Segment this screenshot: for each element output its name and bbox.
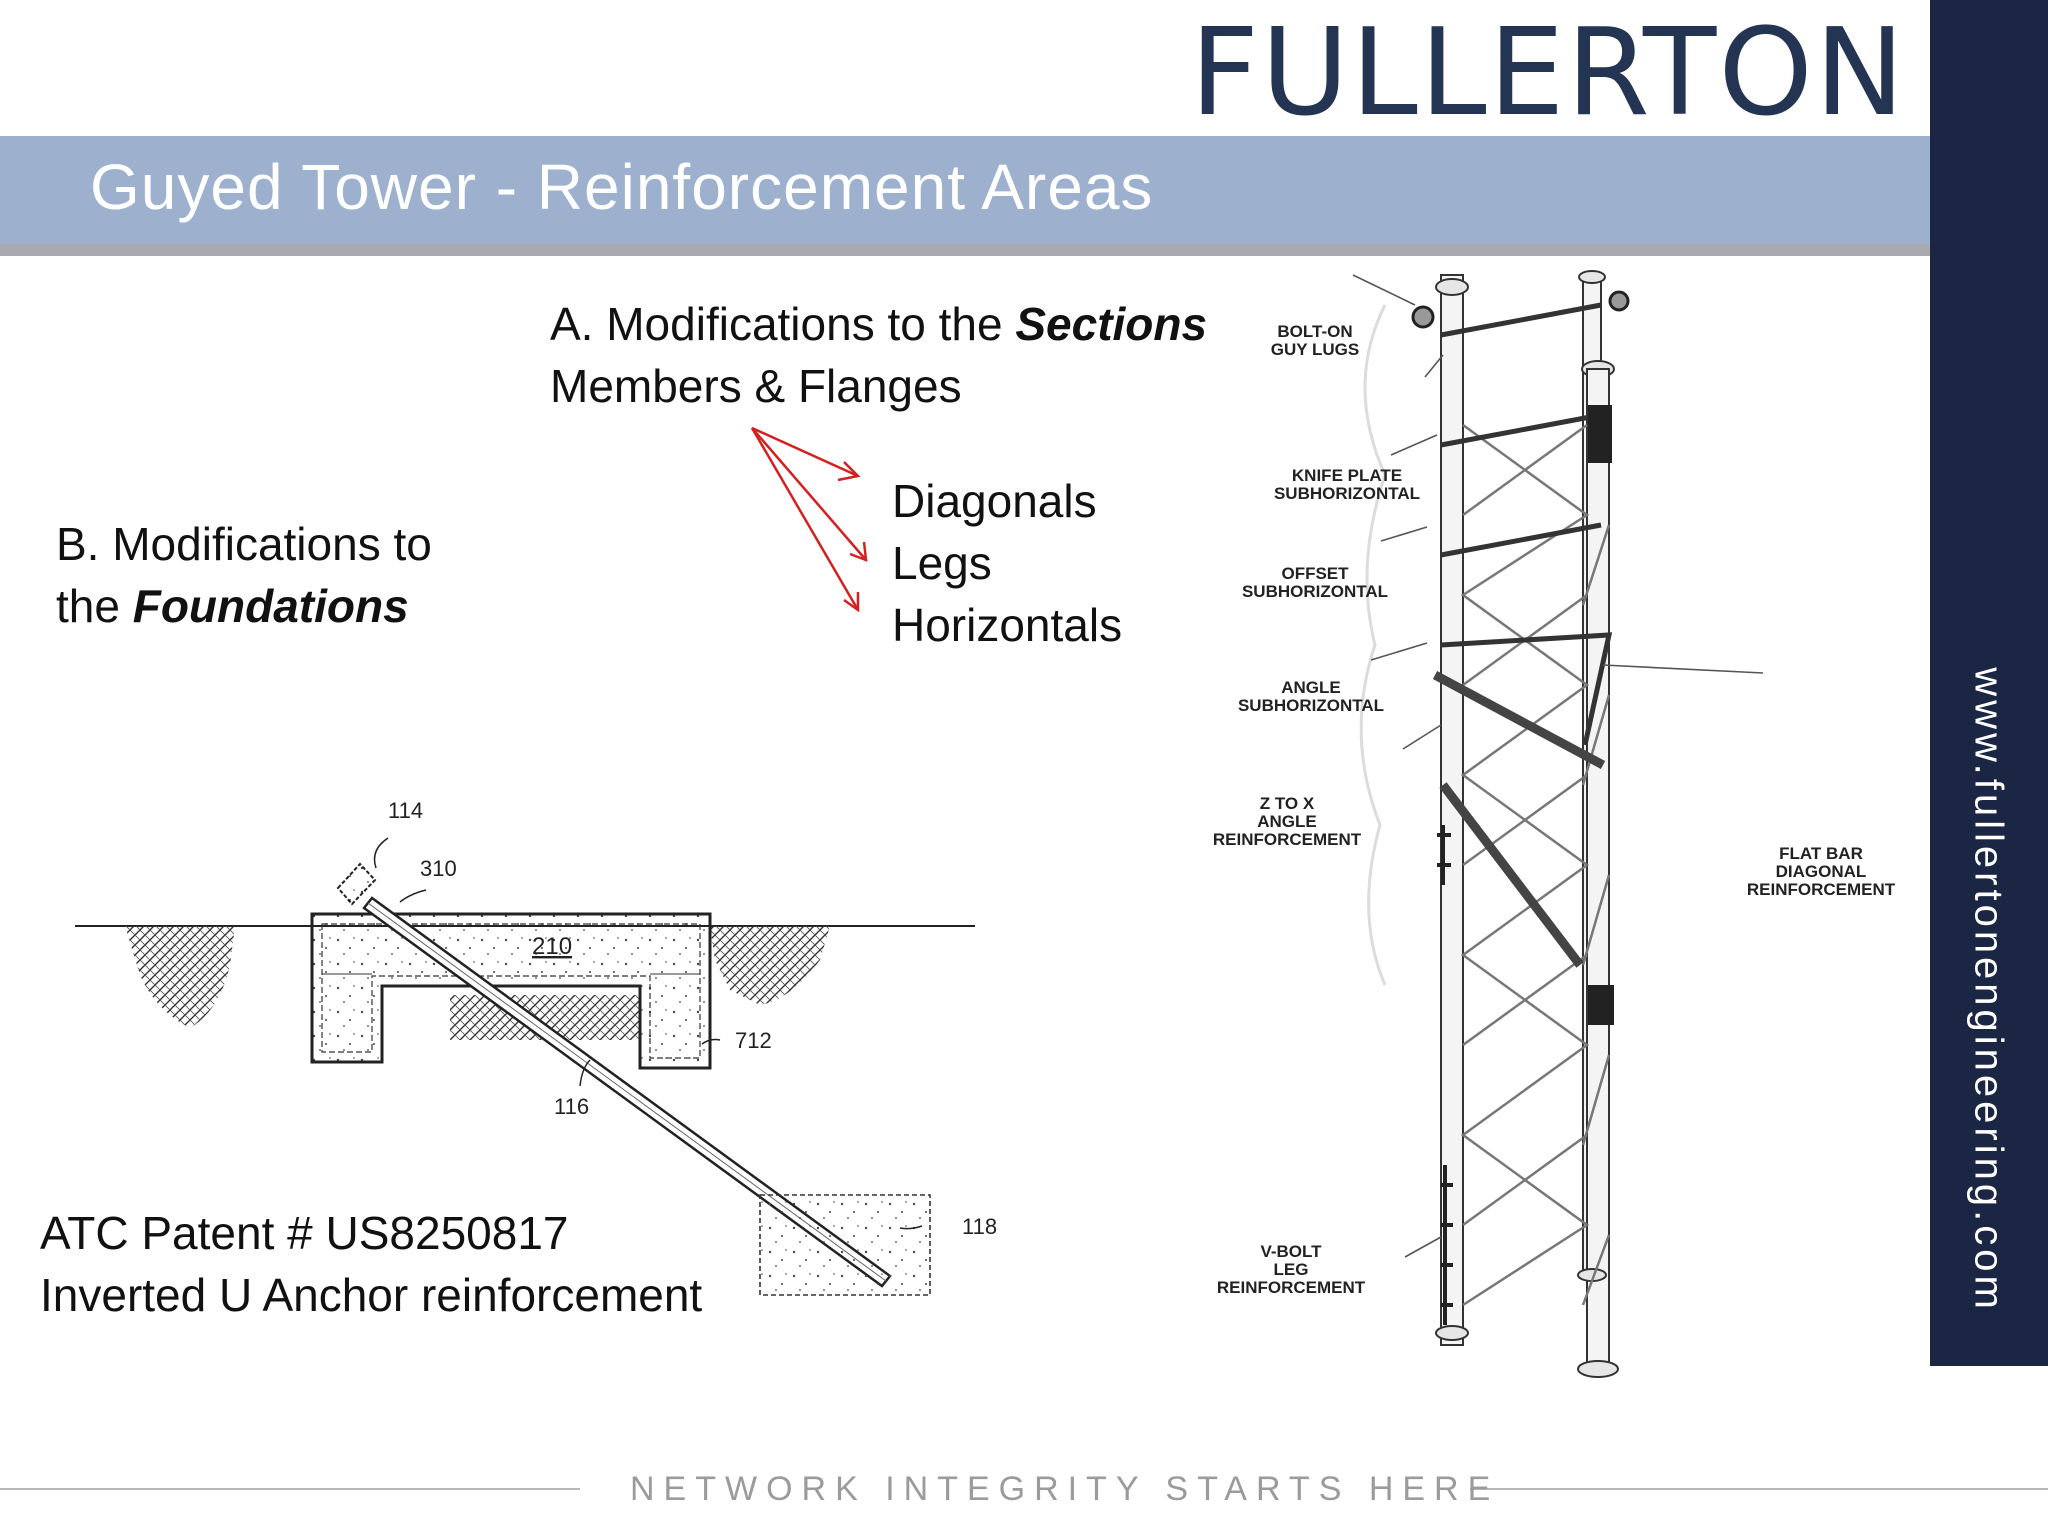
svg-text:REINFORCEMENT: REINFORCEMENT — [1217, 1278, 1366, 1297]
tower-horizontals — [1440, 302, 1613, 746]
anchor-plate — [336, 862, 377, 906]
label-114: 114 — [388, 798, 423, 823]
knife-plate — [1588, 405, 1612, 463]
target-horizontals: Horizontals — [892, 599, 1123, 651]
label-310: 310 — [420, 856, 457, 881]
label-116: 116 — [554, 1094, 589, 1119]
section-a-targets: Diagonals Legs Horizontals — [892, 470, 1122, 656]
footer-tagline: NETWORK INTEGRITY STARTS HERE — [630, 1470, 1500, 1508]
slide-title: Guyed Tower - Reinforcement Areas — [90, 151, 1154, 223]
flat-bar-reinforcement-member — [1439, 782, 1584, 968]
website-url: www.fullertonengineering.com — [1966, 667, 2011, 1313]
label-118: 118 — [962, 1214, 997, 1239]
soil-right — [710, 926, 830, 1005]
svg-text:ANGLE: ANGLE — [1257, 812, 1317, 831]
callout-bolt-on: BOLT-ON — [1277, 322, 1352, 341]
tower-leg-center — [1586, 368, 1610, 1370]
side-brand-band — [1930, 0, 2048, 1366]
angle-subhorizontal-member — [1432, 671, 1606, 769]
soil-left — [125, 926, 235, 1028]
callout-angle: ANGLE — [1281, 678, 1341, 697]
fullerton-logo: FULLERTON — [1190, 4, 1907, 143]
deadman-block — [759, 1194, 931, 1296]
red-arrows — [750, 426, 868, 613]
arrow-to-diagonals — [751, 426, 859, 478]
label-210: 210 — [532, 933, 572, 960]
target-legs: Legs — [892, 537, 992, 589]
svg-text:SUBHORIZONTAL: SUBHORIZONTAL — [1242, 582, 1388, 601]
callout-knife-plate: KNIFE PLATE — [1292, 466, 1402, 485]
section-a-heading: A. Modifications to the Sections Members… — [550, 298, 1208, 412]
svg-text:LEG: LEG — [1274, 1260, 1309, 1279]
callout-z-to-x: Z TO X — [1260, 794, 1315, 813]
guy-lug — [1411, 290, 1630, 329]
z-to-x-reinforcement — [1437, 825, 1451, 885]
patent-caption: ATC Patent # US8250817 Inverted U Anchor… — [40, 1207, 703, 1321]
footer-rule-right — [1470, 1488, 2048, 1490]
anchor-foundation-diagram: 114 310 210 712 116 118 — [75, 798, 997, 1296]
svg-text:GUY LUGS: GUY LUGS — [1271, 340, 1359, 359]
slide-title-bar: Guyed Tower - Reinforcement Areas — [0, 136, 1930, 256]
arrow-to-horizontals — [750, 427, 860, 611]
svg-text:DIAGONAL: DIAGONAL — [1776, 862, 1867, 881]
label-712: 712 — [735, 1028, 772, 1053]
v-bolt-reinforcement — [1441, 1165, 1453, 1325]
svg-text:REINFORCEMENT: REINFORCEMENT — [1747, 880, 1896, 899]
foundations-emphasis: Foundations — [132, 580, 409, 632]
guyed-tower-diagram: BOLT-ON GUY LUGS KNIFE PLATE SUBHORIZONT… — [1213, 270, 1896, 1378]
callout-offset: OFFSET — [1281, 564, 1349, 583]
lattice-diagonals — [1460, 423, 1611, 1307]
svg-text:SUBHORIZONTAL: SUBHORIZONTAL — [1238, 696, 1384, 715]
footer-rule-left — [0, 1488, 580, 1490]
callout-v-bolt: V-BOLT — [1260, 1242, 1322, 1261]
target-diagonals: Diagonals — [892, 475, 1097, 527]
callout-flat-bar: FLAT BAR — [1779, 844, 1863, 863]
svg-text:REINFORCEMENT: REINFORCEMENT — [1213, 830, 1362, 849]
leg-cap-right — [1578, 270, 1606, 284]
leg-cap-back — [1435, 278, 1469, 296]
arrow-to-legs — [751, 427, 867, 561]
splice-plate — [1588, 985, 1614, 1025]
section-b-heading: B. Modifications to the Foundations — [56, 518, 432, 632]
inverted-u-concrete — [310, 912, 712, 1070]
svg-text:SUBHORIZONTAL: SUBHORIZONTAL — [1274, 484, 1420, 503]
sections-emphasis: Sections — [1015, 298, 1208, 350]
